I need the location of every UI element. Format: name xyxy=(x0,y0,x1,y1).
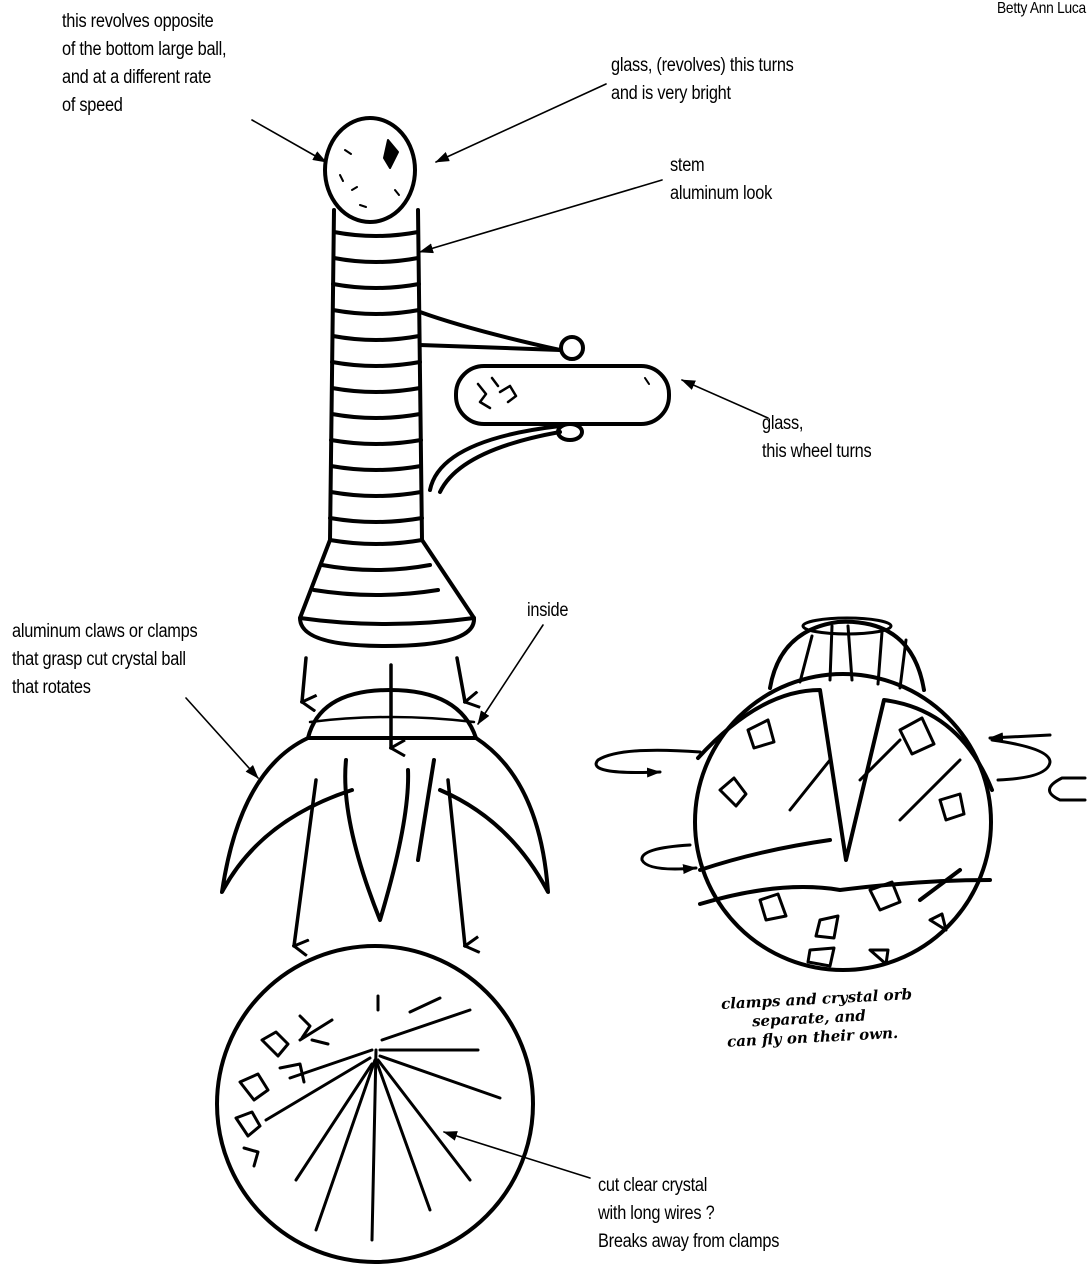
assembled-orb xyxy=(695,618,992,970)
label-line: that rotates xyxy=(12,674,197,702)
label-line: and is very bright xyxy=(611,80,794,108)
label-line: that grasp cut crystal ball xyxy=(12,646,197,674)
label-line: stem xyxy=(670,152,772,180)
label-line: aluminum claws or clamps xyxy=(12,618,197,646)
label-line: aluminum look xyxy=(670,180,772,208)
label-line: glass, (revolves) this turns xyxy=(611,52,794,80)
segmented-stem xyxy=(314,210,438,595)
claws-label: aluminum claws or clamps that grasp cut … xyxy=(12,618,197,702)
glass-top-label: glass, (revolves) this turns and is very… xyxy=(611,52,794,108)
rotation-arrows xyxy=(596,735,1085,869)
top-ball-label: this revolves opposite of the bottom lar… xyxy=(62,8,226,120)
label-line: of the bottom large ball, xyxy=(62,36,226,64)
label-line: this revolves opposite xyxy=(62,8,226,36)
top-glass-ball xyxy=(325,118,415,222)
crystal-label: cut clear crystal with long wires ? Brea… xyxy=(598,1172,779,1256)
label-line: with long wires ? xyxy=(598,1200,779,1228)
crystal-ball xyxy=(217,946,533,1262)
claws xyxy=(222,738,548,920)
inside-label: inside xyxy=(527,597,568,625)
glass-wheel xyxy=(456,366,669,424)
label-line: and at a different rate xyxy=(62,64,226,92)
wheel-label: glass, this wheel turns xyxy=(762,410,871,466)
label-line: Breaks away from clamps xyxy=(598,1228,779,1256)
wheel-arm xyxy=(420,312,583,492)
label-line: of speed xyxy=(62,92,226,120)
handwritten-note: clamps and crystal orb separate, and can… xyxy=(721,985,915,1052)
stem-label: stem aluminum look xyxy=(670,152,772,208)
author-credit: Betty Ann Luca xyxy=(997,0,1086,18)
label-line: cut clear crystal xyxy=(598,1172,779,1200)
label-line: glass, xyxy=(762,410,871,438)
leader-arrows xyxy=(186,84,768,1178)
label-line: this wheel turns xyxy=(762,438,871,466)
